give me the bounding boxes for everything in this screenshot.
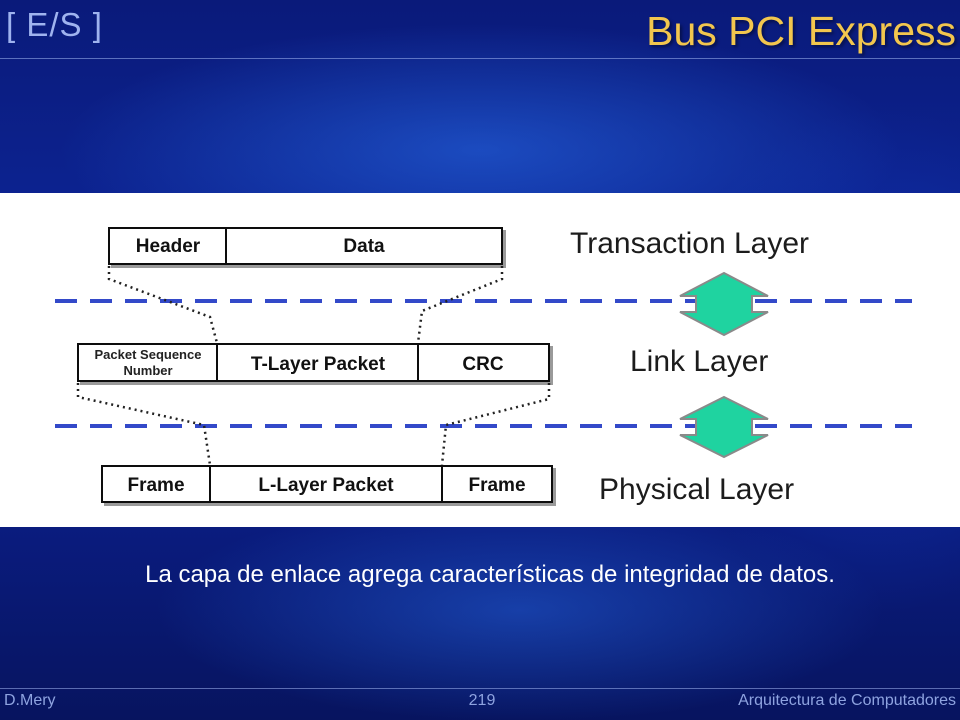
transaction-layer-label: Transaction Layer <box>570 227 809 260</box>
crc-field: CRC <box>462 354 503 375</box>
frame-start-field: Frame <box>127 475 184 496</box>
link-physical-double-arrow-icon <box>679 395 769 459</box>
physical-packet <box>101 465 553 503</box>
footer-course: Arquitectura de Computadores <box>738 692 956 709</box>
transaction-to-link-connectors <box>107 266 504 344</box>
footer-page-number: 219 <box>468 692 496 709</box>
transaction-packet <box>108 227 503 265</box>
title-divider <box>0 58 960 59</box>
slide-caption: La capa de enlace agrega características… <box>145 561 835 588</box>
packet-sequence-line1: Packet Sequence <box>95 347 202 362</box>
diagram-panel: Header Data Packet Sequence Number T-Lay… <box>0 193 960 527</box>
packet-sequence-line2: Number <box>123 363 172 378</box>
data-field: Data <box>343 236 385 257</box>
footer-author: D.Mery <box>4 692 56 709</box>
t-layer-packet-field: T-Layer Packet <box>251 354 386 375</box>
footer-divider <box>0 688 960 689</box>
link-packet <box>77 343 550 382</box>
frame-end-field: Frame <box>468 475 525 496</box>
physical-layer-label: Physical Layer <box>599 473 794 506</box>
l-layer-packet-field: L-Layer Packet <box>258 475 394 496</box>
transaction-link-double-arrow-icon <box>679 271 769 337</box>
header-field: Header <box>136 236 201 257</box>
pci-express-layers-diagram: Header Data Packet Sequence Number T-Lay… <box>55 227 912 506</box>
link-to-physical-connectors <box>76 383 551 466</box>
section-tag: [ E/S ] <box>6 6 103 43</box>
link-layer-label: Link Layer <box>630 345 768 378</box>
slide-title: Bus PCI Express <box>646 8 956 54</box>
